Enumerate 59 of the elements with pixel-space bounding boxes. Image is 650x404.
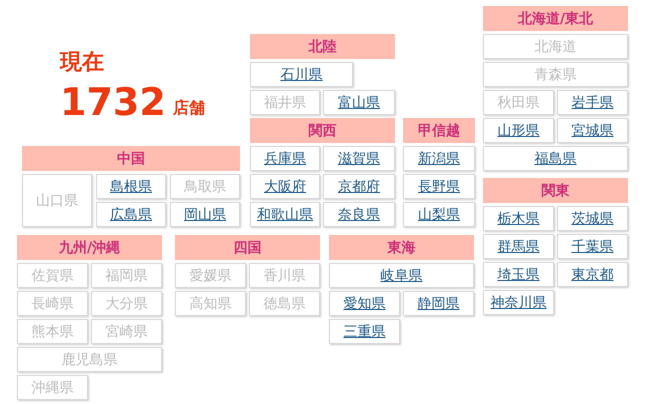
region-header: 関東 <box>483 178 628 203</box>
prefecture-link: 岐阜県 <box>329 263 474 288</box>
prefecture-tile: 福岡県 <box>91 263 162 288</box>
prefecture-link: 広島県 <box>96 202 166 227</box>
prefecture-link: 奈良県 <box>323 202 395 227</box>
prefecture-link: 埼玉県 <box>483 262 554 287</box>
store-count: 1732 <box>60 83 166 121</box>
prefecture-tile: 長崎県 <box>17 291 88 316</box>
prefecture-link: 福島県 <box>483 146 628 171</box>
prefecture-tile: 宮崎県 <box>91 319 162 344</box>
prefecture-tile: 青森県 <box>483 62 628 87</box>
prefecture-link: 島根県 <box>96 174 166 199</box>
unit-text: 店舗 <box>173 100 205 116</box>
prefecture-tile: 愛媛県 <box>175 263 246 288</box>
prefecture-link: 新潟県 <box>403 146 475 171</box>
prefecture-link: 石川県 <box>250 62 353 87</box>
prefecture-tile: 福井県 <box>250 90 320 115</box>
prefecture-link: 山梨県 <box>403 202 475 227</box>
prefecture-tile: 鳥取県 <box>170 174 240 199</box>
prefecture-tile: 徳島県 <box>249 291 320 316</box>
prefecture-link: 三重県 <box>329 319 400 344</box>
region-header: 関西 <box>250 118 395 143</box>
prefecture-link: 愛知県 <box>329 291 400 316</box>
region-header: 甲信越 <box>403 118 475 143</box>
prefecture-link: 大阪府 <box>250 174 320 199</box>
prefecture-tile: 大分県 <box>91 291 162 316</box>
region-header: 東海 <box>329 235 474 260</box>
prefecture-link: 山形県 <box>483 118 554 143</box>
region-header: 北陸 <box>250 34 395 59</box>
prefecture-tile: 鹿児島県 <box>17 347 162 372</box>
prefecture-tile: 佐賀県 <box>17 263 88 288</box>
prefecture-link: 長野県 <box>403 174 475 199</box>
prefecture-link: 京都府 <box>323 174 395 199</box>
prefecture-link: 兵庫県 <box>250 146 320 171</box>
prefecture-tile: 沖縄県 <box>17 375 88 400</box>
prefecture-link: 栃木県 <box>483 206 554 231</box>
prefecture-link: 岡山県 <box>170 202 240 227</box>
prefecture-link: 千葉県 <box>557 234 628 259</box>
prefecture-link: 群馬県 <box>483 234 554 259</box>
prefecture-link: 宮城県 <box>557 118 628 143</box>
prefecture-tile: 秋田県 <box>483 90 554 115</box>
prefecture-tile: 北海道 <box>483 34 628 59</box>
prefecture-link: 和歌山県 <box>250 202 320 227</box>
prefecture-link: 神奈川県 <box>483 290 554 315</box>
prefecture-link: 東京都 <box>557 262 628 287</box>
prefecture-link: 静岡県 <box>403 291 474 316</box>
region-header: 四国 <box>175 235 320 260</box>
prefecture-link: 茨城県 <box>557 206 628 231</box>
prefecture-link: 富山県 <box>323 90 395 115</box>
prefecture-link: 滋賀県 <box>323 146 395 171</box>
region-header: 中国 <box>22 146 240 171</box>
prefecture-tile: 山口県 <box>22 174 92 227</box>
prefecture-tile: 香川県 <box>249 263 320 288</box>
prefecture-link: 岩手県 <box>557 90 628 115</box>
heading-text: 現在 <box>60 52 104 74</box>
prefecture-tile: 高知県 <box>175 291 246 316</box>
prefecture-tile: 熊本県 <box>17 319 88 344</box>
region-header: 九州/沖縄 <box>17 235 162 260</box>
region-header: 北海道/東北 <box>483 6 628 31</box>
